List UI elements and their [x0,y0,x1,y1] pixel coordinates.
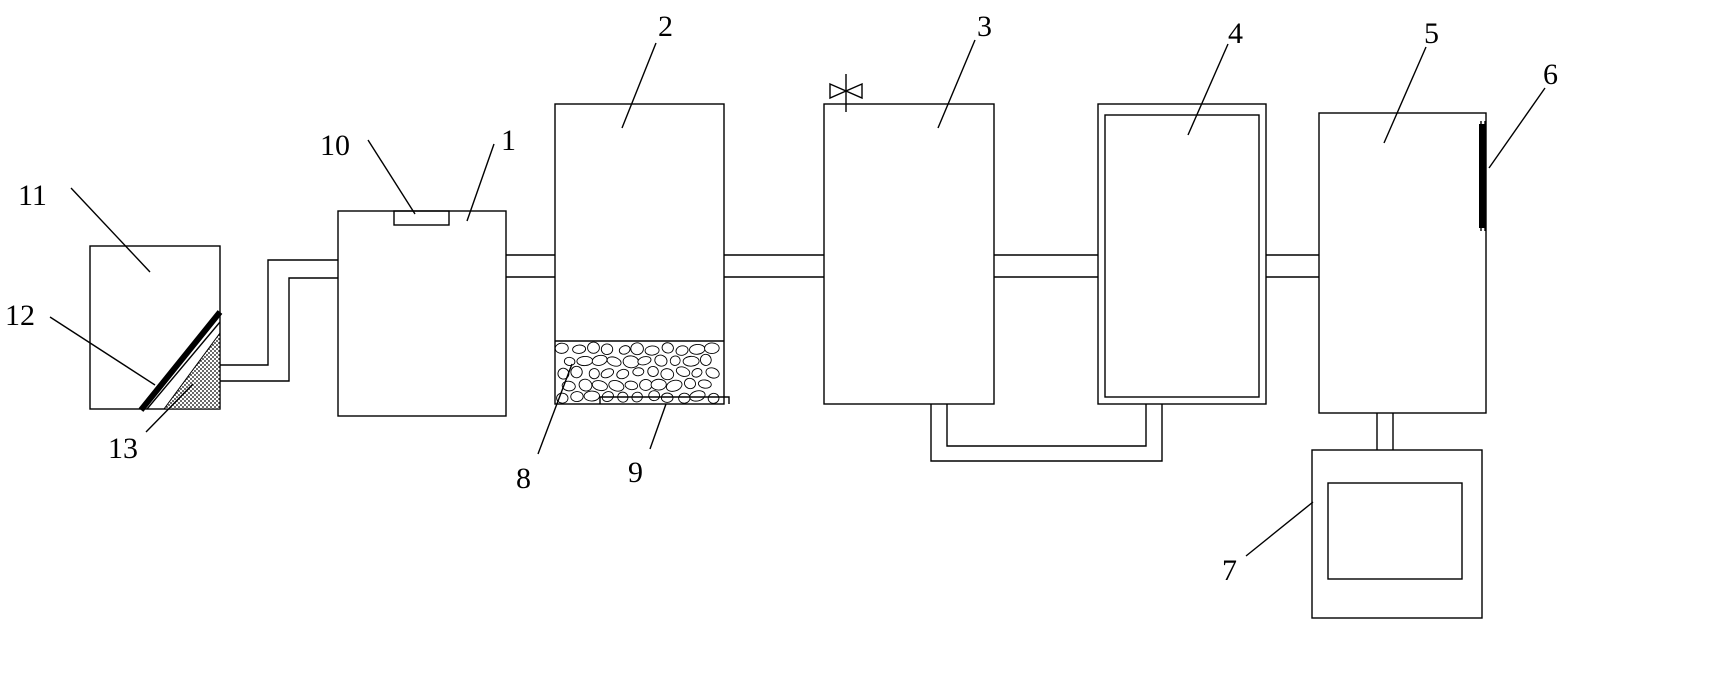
gravel-layer-8 [554,341,720,404]
gravel-stone [561,380,576,392]
pipe-4-to-5 [1266,254,1319,278]
drain-9 [599,396,730,404]
label-3: 3 [977,10,992,43]
gravel-stone [675,345,689,356]
gravel-stone [647,366,659,377]
gravel-stone [684,377,696,390]
gravel-stone [678,392,691,404]
gravel-stone [624,380,639,391]
gravel-stone [618,345,631,355]
gravel-stone [697,379,712,389]
gravel-stone [639,379,653,391]
gravel-stone [689,390,706,402]
gravel-stone [644,345,660,356]
gravel-stone [661,342,674,354]
return-pipe-3-4 [930,404,1163,462]
connector-5-to-7 [1376,413,1394,450]
gravel-stone [557,367,570,380]
gravel-stone [563,356,576,367]
monitor-7 [1311,449,1483,619]
tank-1-body [337,210,507,417]
gravel-stone [632,367,645,377]
label-11: 11 [18,179,47,212]
gravel-stone [660,368,675,381]
label-8: 8 [516,462,531,495]
gravel-stone [665,379,683,392]
tank-1 [337,210,507,417]
gravel-stone [704,342,720,354]
label-1: 1 [501,124,516,157]
gravel-stone [705,367,720,379]
tank-2-body [554,103,725,405]
label-4: 4 [1228,17,1243,50]
pipe-1-to-2 [506,254,555,278]
tank-4 [1097,103,1267,405]
gravel-stone [608,380,625,392]
gravel-stone [669,355,681,366]
label-5: 5 [1424,17,1439,50]
gravel-stone [675,366,691,377]
gravel-stone [691,368,703,378]
sediment-13 [163,331,221,410]
tank-11 [89,245,223,412]
gravel-stone [616,368,630,380]
gravel-stone [689,343,706,355]
tank-4-inner [1104,114,1260,398]
screen-12-inner-edge [146,321,221,410]
lid-10 [393,210,450,226]
gravel-stone [600,368,615,379]
part-labels: 11 12 13 10 1 2 3 4 5 6 7 8 9 [5,10,1558,587]
gravel-stone [583,390,600,402]
gravel-stone [591,380,608,392]
label-9: 9 [628,456,643,489]
gravel-stone [572,344,587,354]
gravel-stone [637,356,652,366]
gravel-stone [707,392,720,404]
label-2: 2 [658,10,673,43]
label-13: 13 [108,432,138,465]
panel-6 [1479,124,1485,228]
tank-2 [554,103,730,405]
gravel-stone [554,342,569,354]
gravel-stone [587,341,600,354]
gravel-stone [654,354,668,367]
pipe-3-to-4 [994,254,1098,278]
gravel-stone [570,365,583,379]
tank-3-body [823,103,995,405]
tank-11-body [89,245,221,410]
gravel-stone [682,355,700,367]
gravel-stone [576,355,594,367]
gravel-stone [588,368,600,380]
gravel-stone [622,355,640,369]
gravel-stone [648,390,660,402]
tank-3 [823,74,995,405]
tank-5-body [1318,112,1487,414]
gravel-stone [630,342,644,356]
apparatus-diagram: 11 12 13 10 1 2 3 4 5 6 7 8 9 [5,10,1558,619]
tank-4-outer [1097,103,1267,405]
tank-5 [1318,112,1487,414]
gravel-stone [578,378,593,392]
pipe-11-to-1 [220,259,338,382]
label-6: 6 [1543,58,1558,91]
gravel-stone [699,353,712,366]
gravel-stone [650,378,667,391]
valve-icon [829,74,863,112]
gravel-stone [570,391,584,403]
monitor-7-frame [1311,449,1483,619]
pipe-2-to-3 [724,254,824,278]
gravel-stone [591,354,608,366]
label-7: 7 [1222,554,1237,587]
label-12: 12 [5,299,35,332]
leader-lines [49,39,1546,557]
gravel-stone [600,343,614,355]
monitor-7-screen [1327,482,1463,580]
screen-12 [138,310,223,412]
label-10: 10 [320,129,350,162]
gravel-stone [606,356,622,367]
